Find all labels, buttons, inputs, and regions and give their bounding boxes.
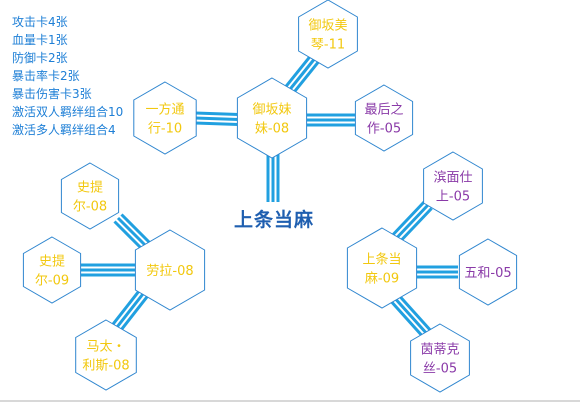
bottom-divider [0,400,580,402]
node-mark-label: 马太・ [86,340,125,355]
node-stiyl-1-shape [60,162,120,230]
stat-group-bonds: 激活多人羁绊组合4 [12,123,116,137]
connector-stiyl-2 [80,263,140,277]
node-kamijou-label: 麻-09 [365,272,399,287]
node-last-order-label: 作-05 [367,122,401,137]
node-stiyl-2-label: 尔-09 [35,274,69,289]
card-stats-list: 攻击卡4张 血量卡1张 防御卡2张 暴击率卡2张 暴击伤害卡3张 激活双人羁绊组… [12,13,123,139]
node-misaka-mikoto-shape [298,0,358,69]
stat-crit-rate-cards: 暴击率卡2张 [12,69,80,83]
node-mark-label: 利斯-08 [82,359,129,374]
node-accelerator-label: 行-10 [148,122,182,137]
node-itsuwa-label: 五和-05 [464,266,511,281]
node-hamazura-shape [423,151,483,221]
node-accelerator-label: 一方通 [145,102,184,118]
node-misaka-mikoto-label: 琴-11 [311,38,345,53]
node-itsuwa-shape [458,238,518,306]
stat-defense-cards: 防御卡2张 [12,51,68,65]
node-hamazura-label: 滨面仕 [433,170,472,186]
node-laura-label: 劳拉-08 [146,263,193,279]
node-accelerator-shape [133,81,197,155]
hex-nodes: 御坂妹妹-08御坂美琴-11最后之作-05一方通行-10劳拉-08史提尔-08史… [22,0,518,393]
connector-stiyl-1-stripe [120,213,155,248]
node-stiyl-2[interactable]: 史提尔-09 [22,236,82,304]
node-last-order-shape [354,84,414,152]
node-index-label: 茵蒂克 [420,343,459,358]
node-last-order-label: 最后之 [364,103,403,118]
node-kamijou-shape [346,227,418,309]
node-index-shape [410,323,470,393]
node-mark[interactable]: 马太・利斯-08 [75,319,137,391]
node-laura-shape [134,229,206,311]
node-hamazura-label: 上-05 [436,190,470,205]
stat-hp-cards: 血量卡1张 [12,33,68,47]
stat-duo-bonds: 激活双人羁绊组合10 [12,105,124,119]
node-laura[interactable]: 劳拉-08 [134,229,206,311]
node-itsuwa[interactable]: 五和-05 [458,238,518,306]
node-misaka-imouto-shape [236,77,308,159]
connector-to-title [266,150,280,202]
node-kamijou[interactable]: 上条当麻-09 [346,227,418,309]
node-misaka-imouto-label: 妹-08 [255,122,289,137]
node-misaka-mikoto-label: 御坂美 [308,19,347,34]
node-mark-shape [75,319,137,391]
node-stiyl-1-label: 尔-08 [73,200,107,215]
stat-crit-damage-cards: 暴击伤害卡3张 [12,87,92,101]
node-misaka-imouto-label: 御坂妹 [252,103,291,118]
node-stiyl-2-label: 史提 [39,254,65,270]
node-stiyl-1-label: 史提 [77,180,103,196]
group-title: 上条当麻 [234,209,315,231]
node-stiyl-2-shape [22,236,82,304]
stat-attack-cards: 攻击卡4张 [12,15,68,29]
node-stiyl-1[interactable]: 史提尔-08 [60,162,120,230]
node-kamijou-label: 上条当 [362,252,401,268]
node-index-label: 丝-05 [423,362,457,377]
